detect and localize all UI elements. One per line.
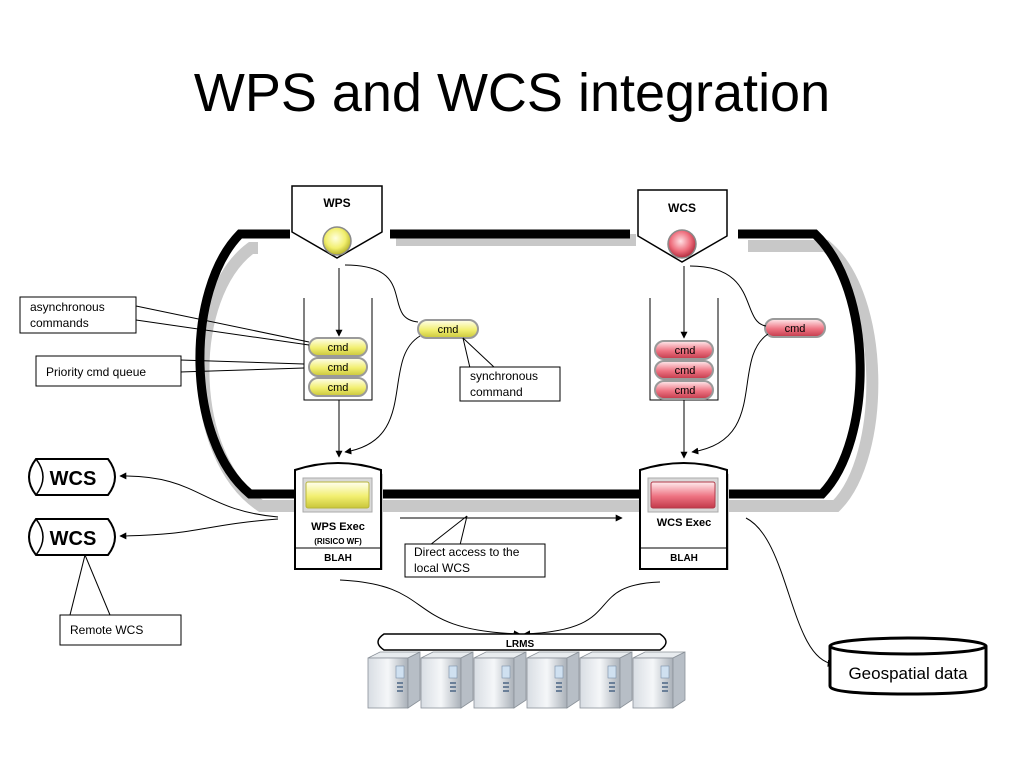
server-icon (632, 651, 686, 709)
callout-async-commands: asynchronous commands (19, 296, 310, 346)
remote-wcs-node[interactable]: WCS (28, 518, 116, 556)
svg-text:WCS: WCS (50, 528, 97, 550)
geospatial-data-store: Geospatial data (828, 636, 988, 696)
wps-cmd-pill: cmd (308, 337, 368, 357)
svg-text:asynchronous: asynchronous (30, 300, 105, 314)
wcs-cmd-pill: cmd (654, 380, 714, 400)
wcs-priority-queue: cmd cmd cmd (649, 298, 719, 401)
wps-blah-label: BLAH (324, 553, 352, 564)
slide-title: WPS and WCS integration (193, 63, 831, 123)
svg-text:cmd: cmd (328, 362, 349, 374)
svg-text:Priority cmd queue: Priority cmd queue (46, 365, 146, 379)
callout-remote-wcs: Remote WCS (59, 554, 182, 646)
wcs-cmd-pill: cmd (654, 340, 714, 360)
svg-text:cmd: cmd (328, 382, 349, 394)
server-icon (579, 651, 633, 709)
svg-text:cmd: cmd (438, 324, 459, 336)
svg-text:synchronous: synchronous (470, 369, 538, 383)
svg-text:WCS: WCS (50, 468, 97, 490)
lrms-cluster: LRMS (367, 633, 686, 709)
svg-text:cmd: cmd (785, 323, 806, 335)
wps-priority-queue: cmd cmd cmd (303, 298, 373, 401)
wps-indicator-icon (322, 226, 352, 256)
server-icon (420, 651, 474, 709)
svg-text:cmd: cmd (328, 342, 349, 354)
wps-sync-cmd-pill: cmd (417, 319, 479, 339)
wps-cmd-pill: cmd (308, 357, 368, 377)
wcs-label: WCS (668, 201, 696, 215)
wps-exec-node[interactable]: WPS Exec (RISICO WF) BLAH (294, 462, 383, 570)
wcs-blah-label: BLAH (670, 553, 698, 564)
lrms-label: LRMS (506, 639, 535, 650)
svg-text:command: command (470, 385, 523, 399)
svg-text:Remote WCS: Remote WCS (70, 623, 143, 637)
callout-direct-access: Direct access to the local WCS (404, 515, 546, 578)
wcs-indicator-icon (667, 229, 697, 259)
server-icon (526, 651, 580, 709)
callout-priority-queue: Priority cmd queue (35, 355, 305, 387)
server-icon (367, 651, 421, 709)
wps-cmd-pill: cmd (308, 377, 368, 397)
wcs-cmd-pill: cmd (654, 360, 714, 380)
svg-text:Direct access to the: Direct access to the (414, 545, 520, 559)
svg-text:commands: commands (30, 316, 89, 330)
remote-wcs-node[interactable]: WCS (28, 458, 116, 496)
wps-exec-label: WPS Exec (311, 521, 365, 533)
wps-node[interactable]: WPS (291, 185, 383, 259)
server-rack (367, 651, 686, 709)
wcs-sync-cmd-pill: cmd (764, 318, 826, 338)
flow-connectors (119, 264, 835, 667)
wcs-exec-label: WCS Exec (657, 517, 711, 529)
wcs-node[interactable]: WCS (637, 189, 728, 263)
ring-shape (195, 229, 879, 512)
geospatial-label: Geospatial data (848, 664, 968, 683)
svg-text:cmd: cmd (675, 385, 696, 397)
wps-label: WPS (323, 196, 350, 210)
wcs-exec-node[interactable]: WCS Exec BLAH (639, 462, 729, 570)
callout-sync-command: synchronous command (459, 337, 561, 402)
svg-text:local WCS: local WCS (414, 561, 470, 575)
server-icon (473, 651, 527, 709)
wps-exec-sub: (RISICO WF) (314, 537, 362, 546)
svg-text:cmd: cmd (675, 345, 696, 357)
svg-text:cmd: cmd (675, 365, 696, 377)
